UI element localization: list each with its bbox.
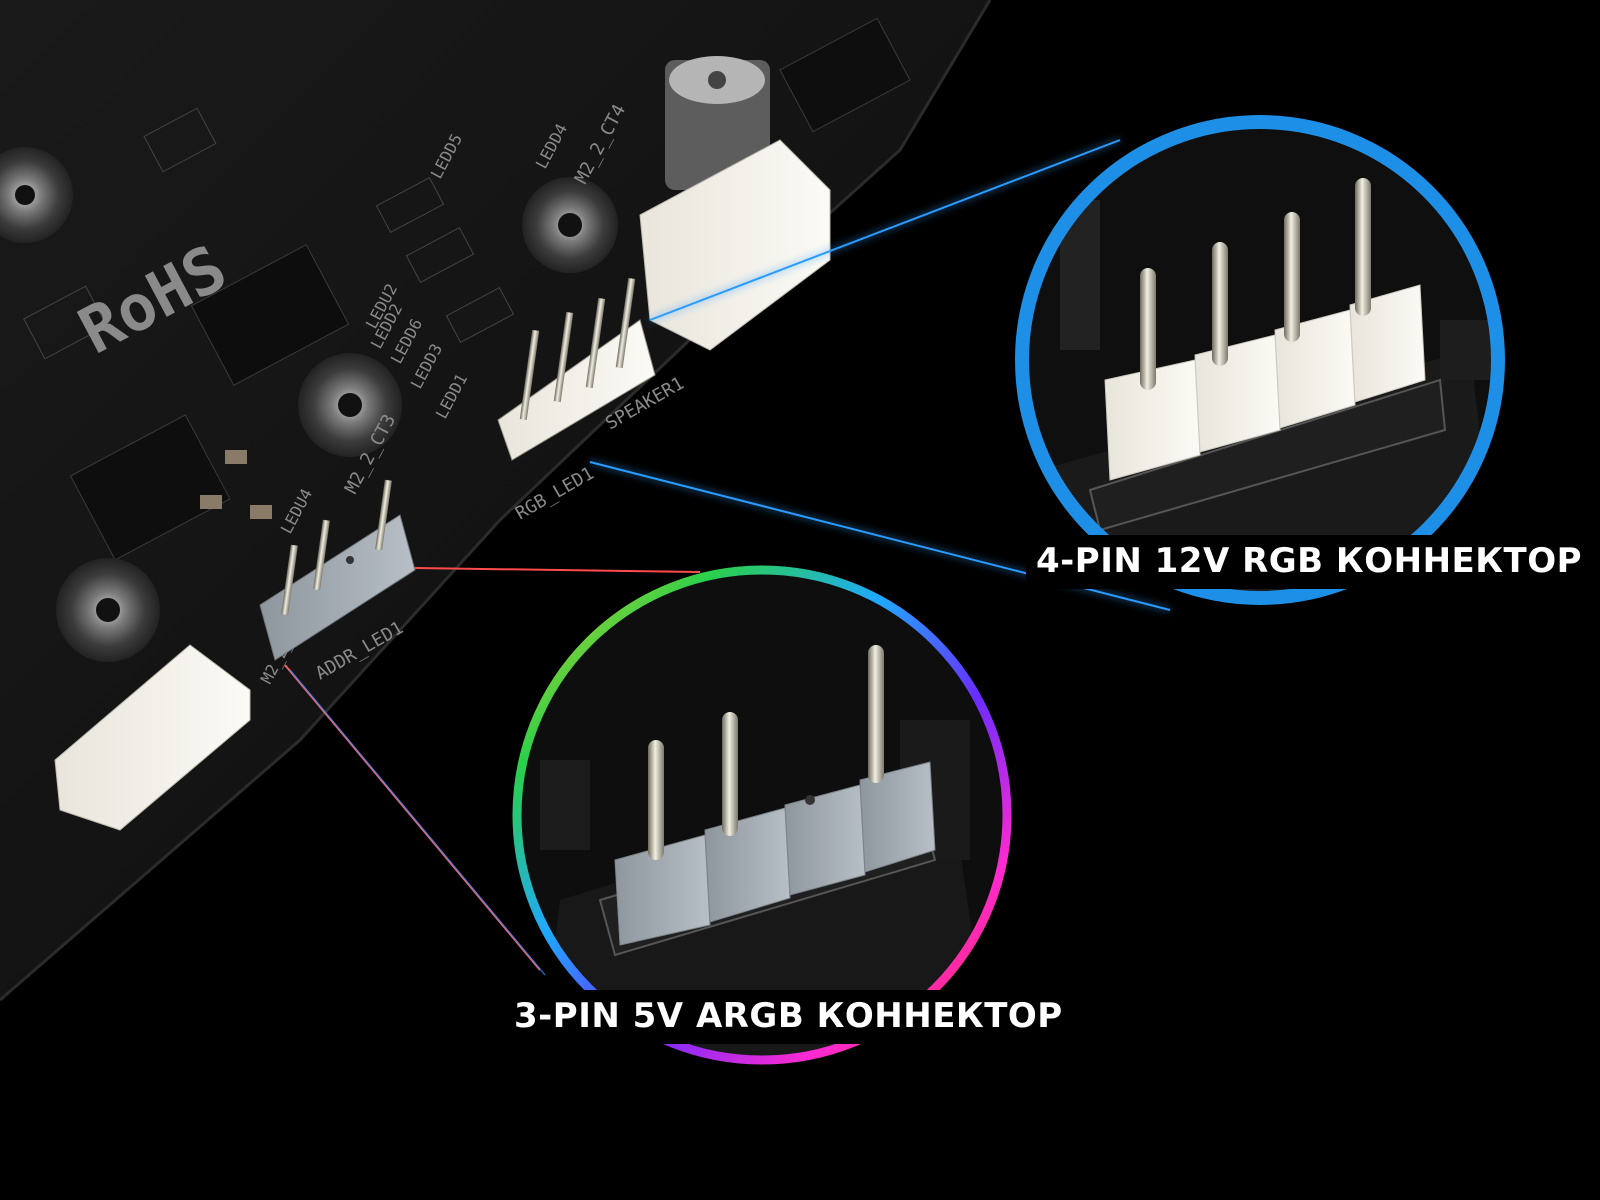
- argb-connector-housing: [614, 761, 936, 946]
- argb-leader-lines: [284, 567, 701, 976]
- argb-connector-label: 3-PIN 5V ARGB КОННЕКТОР: [500, 990, 1081, 1044]
- rgb-connector-label: 4-PIN 12V RGB КОННЕКТОР: [1026, 535, 1597, 589]
- rgb-connector-pins: [1140, 178, 1371, 390]
- rgb-zoom-callout: [1015, 115, 1505, 605]
- pcb-board: RoHS RGB_LED1 SPEAKER1 ADDR_LED1 M2_2_CT…: [0, 0, 992, 1002]
- argb-blank-pin-hole: [805, 795, 815, 805]
- argb-ring: [512, 565, 1012, 1065]
- argb-connector-pins: [648, 645, 884, 860]
- rgb-ring: [1015, 115, 1505, 605]
